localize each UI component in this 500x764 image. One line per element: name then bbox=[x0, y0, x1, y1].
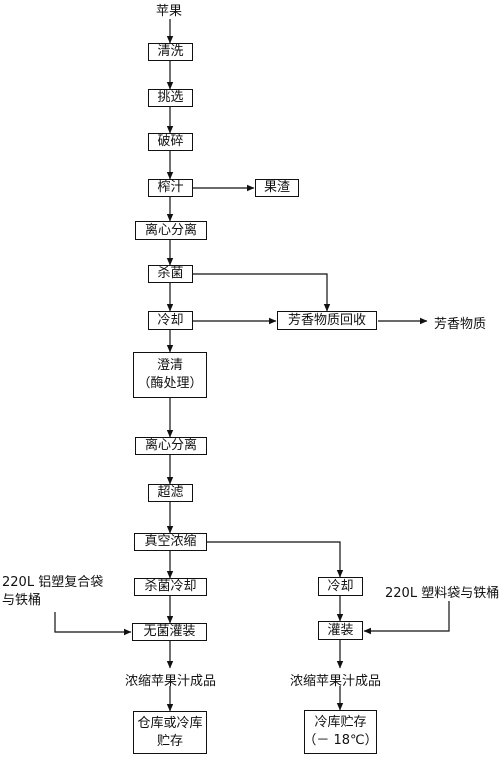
arrow-sterilize-aromarecovery bbox=[193, 273, 331, 312]
node-aroma-product: 芳香物质 bbox=[434, 317, 487, 332]
left-packaging-material: 220L 铝塑复合袋 与铁桶 bbox=[2, 574, 103, 610]
node-product-right: 浓缩苹果汁成品 bbox=[290, 674, 382, 689]
node-clarify: 澄清 （酶处理） bbox=[133, 352, 207, 398]
node-apple: 苹果 bbox=[156, 4, 183, 19]
node-fill: 灌装 bbox=[318, 621, 363, 640]
storage-left-label: 仓库或冷库 bbox=[137, 715, 203, 731]
node-sort: 挑选 bbox=[148, 89, 193, 107]
node-aroma-recovery: 芳香物质回收 bbox=[277, 311, 377, 330]
clarify-label: 澄清 bbox=[156, 358, 183, 373]
left-packaging-line2: 与铁桶 bbox=[2, 593, 42, 608]
node-sterilize-cool: 杀菌冷却 bbox=[134, 578, 207, 596]
node-aseptic-fill: 无菌灌装 bbox=[132, 623, 207, 641]
node-product-left: 浓缩苹果汁成品 bbox=[125, 674, 217, 689]
arrow-rightmaterial-fill bbox=[363, 601, 450, 635]
node-ultrafilter: 超滤 bbox=[148, 484, 193, 502]
clarify-sub-label: （酶处理） bbox=[137, 376, 203, 391]
left-packaging-line1: 220L 铝塑复合袋 bbox=[2, 575, 104, 590]
node-press: 榨汁 bbox=[148, 179, 193, 197]
node-pomace: 果渣 bbox=[255, 179, 299, 197]
node-sterilize: 杀菌 bbox=[148, 265, 193, 283]
node-cool-1: 冷却 bbox=[148, 311, 193, 330]
node-storage-right: 冷库贮存 （－ 18℃） bbox=[303, 710, 378, 754]
storage-left-sub-label: 贮存 bbox=[156, 733, 183, 749]
node-cool-2: 冷却 bbox=[318, 577, 363, 596]
storage-right-sub-label: （－ 18℃） bbox=[303, 733, 378, 748]
node-vacuum-concentrate: 真空浓缩 bbox=[134, 533, 207, 551]
node-storage-left: 仓库或冷库 贮存 bbox=[133, 711, 207, 754]
storage-right-label: 冷库贮存 bbox=[314, 715, 367, 730]
arrow-leftmaterial-asepticfill bbox=[54, 612, 132, 636]
right-packaging-material: 220L 塑料袋与铁桶 bbox=[385, 586, 500, 601]
node-centrifuge-1: 离心分离 bbox=[135, 221, 207, 240]
node-centrifuge-2: 离心分离 bbox=[135, 437, 207, 455]
arrow-vacuum-cool2 bbox=[207, 541, 344, 578]
node-crush: 破碎 bbox=[148, 133, 193, 151]
node-wash: 清洗 bbox=[148, 43, 193, 61]
